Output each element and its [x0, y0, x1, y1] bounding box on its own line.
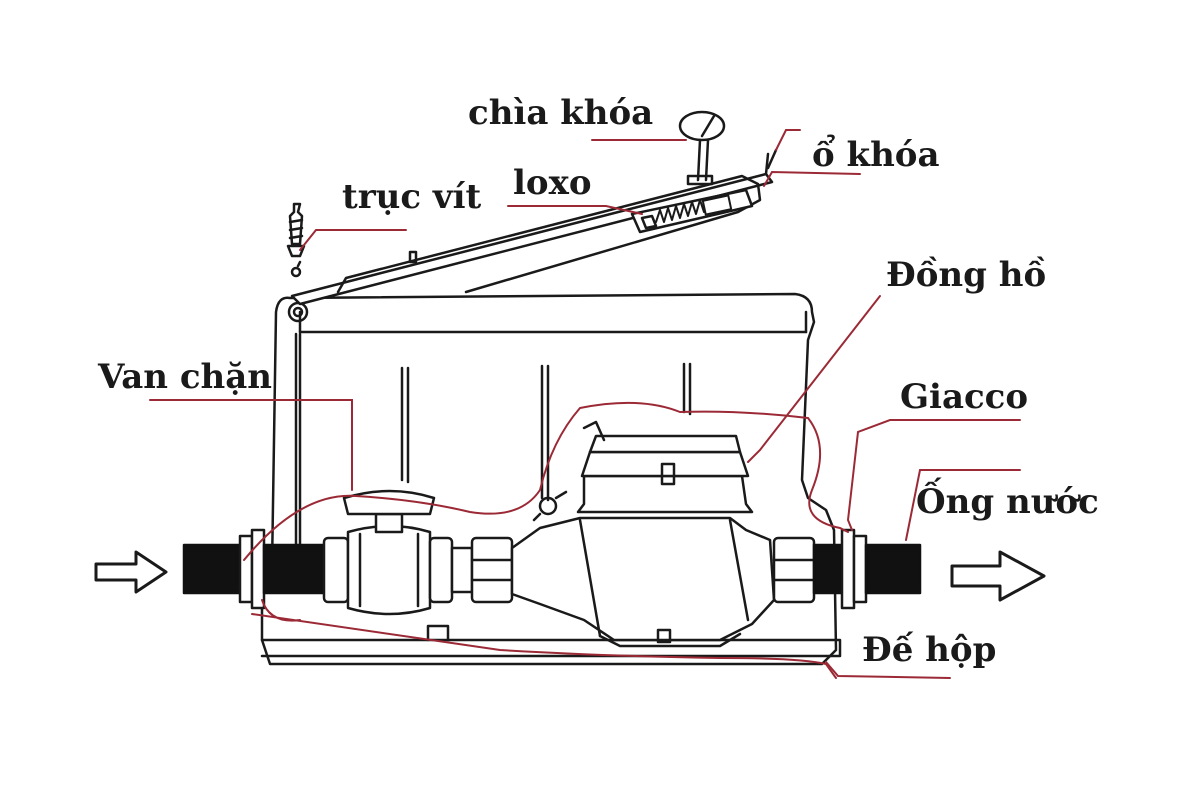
leader-meter — [747, 295, 881, 463]
label-spring: loxo — [513, 163, 592, 203]
lock-housing — [630, 188, 754, 234]
hollow-arrow-right-icon — [950, 550, 1046, 602]
leader-spring — [507, 205, 643, 215]
label-base: Đế hộp — [862, 630, 997, 670]
hollow-arrow-right-icon — [94, 550, 168, 594]
key — [678, 110, 726, 186]
leader-lock-top — [775, 129, 801, 151]
leader-pipe — [905, 469, 1021, 541]
leader-base — [825, 661, 951, 679]
inlet-pipe — [182, 528, 326, 610]
label-screw: trục vít — [342, 177, 482, 217]
label-meter: Đồng hồ — [886, 255, 1047, 295]
leader-joint — [846, 419, 1021, 531]
leader-valve — [149, 399, 353, 491]
label-key: chìa khóa — [468, 93, 654, 133]
label-pipe: Ống nước — [916, 482, 1099, 522]
screw — [286, 202, 306, 278]
spring — [655, 194, 733, 223]
label-joint: Giacco — [900, 377, 1029, 417]
leader-lock — [763, 170, 861, 187]
label-valve: Van chặn — [98, 357, 273, 397]
lid — [290, 148, 778, 306]
label-lock: ổ khóa — [812, 135, 940, 175]
leader-lines — [149, 129, 1021, 679]
outlet-pipe — [772, 528, 922, 610]
leader-screw — [299, 229, 407, 251]
water-meter — [510, 420, 776, 648]
cutaway-outline — [243, 401, 849, 679]
middle-connector — [450, 536, 514, 604]
